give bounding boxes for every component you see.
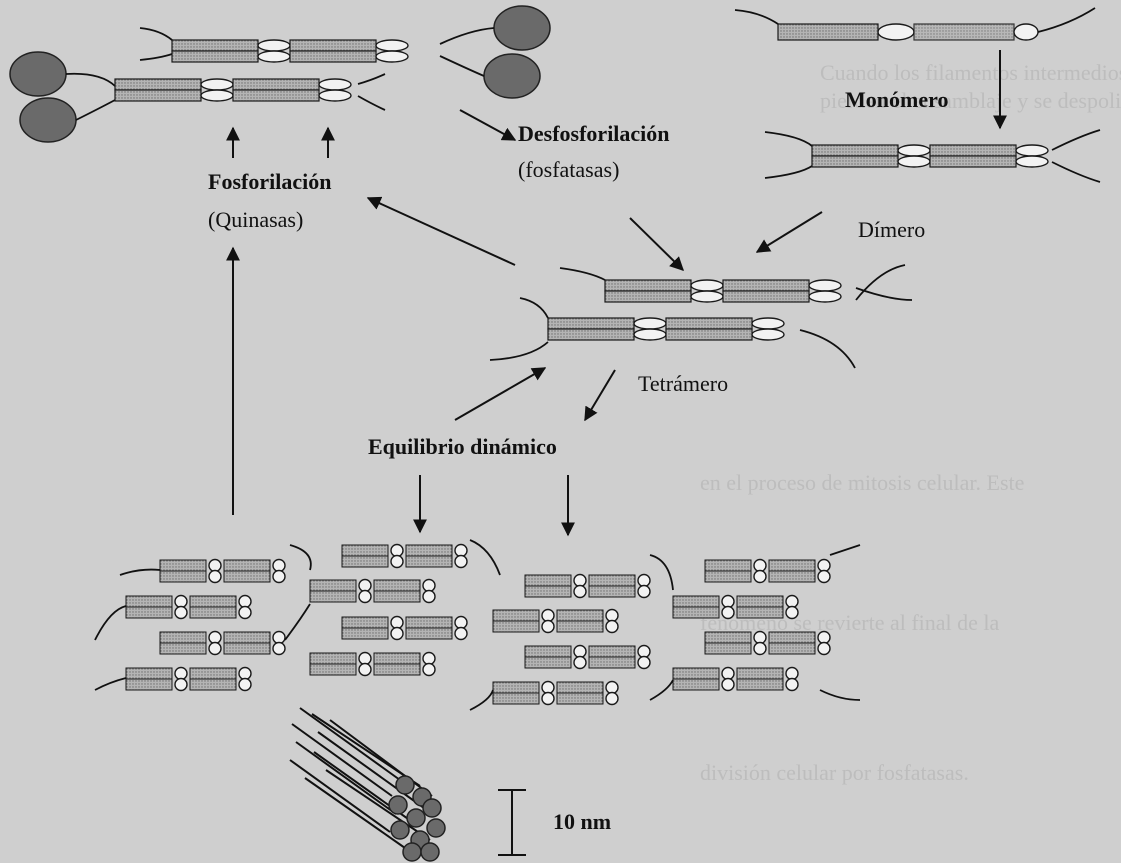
filament-cross-section-bundle — [290, 708, 445, 861]
label-tetramero: Tetrámero — [638, 372, 728, 396]
tetramer-figure — [490, 265, 912, 368]
label-equilibrio-dinamico: Equilibrio dinámico — [368, 435, 557, 459]
arrow-dimer-to-tetramer — [757, 212, 822, 252]
label-fosforilacion: Fosforilación — [208, 170, 331, 194]
arrow-desfosforilacion — [460, 110, 515, 140]
arrow-equilibrio-down — [585, 370, 615, 420]
label-quinasas: (Quinasas) — [208, 208, 303, 232]
label-monomero: Monómero — [845, 88, 948, 112]
label-dimero: Dímero — [858, 218, 925, 242]
label-desfosforilacion: Desfosforilación — [518, 122, 670, 146]
arrow-equilibrio-up — [455, 368, 545, 420]
arrow-desfos-to-tetramer — [630, 218, 683, 270]
label-scale-10nm: 10 nm — [553, 810, 611, 834]
phosphorylated-tetramer — [10, 6, 550, 142]
assembled-filament — [95, 540, 860, 710]
label-fosfatasas: (fosfatasas) — [518, 158, 619, 182]
arrow-tetramer-to-fosforilacion — [368, 198, 515, 265]
scale-bar — [498, 790, 526, 855]
dimer-figure — [765, 130, 1100, 182]
